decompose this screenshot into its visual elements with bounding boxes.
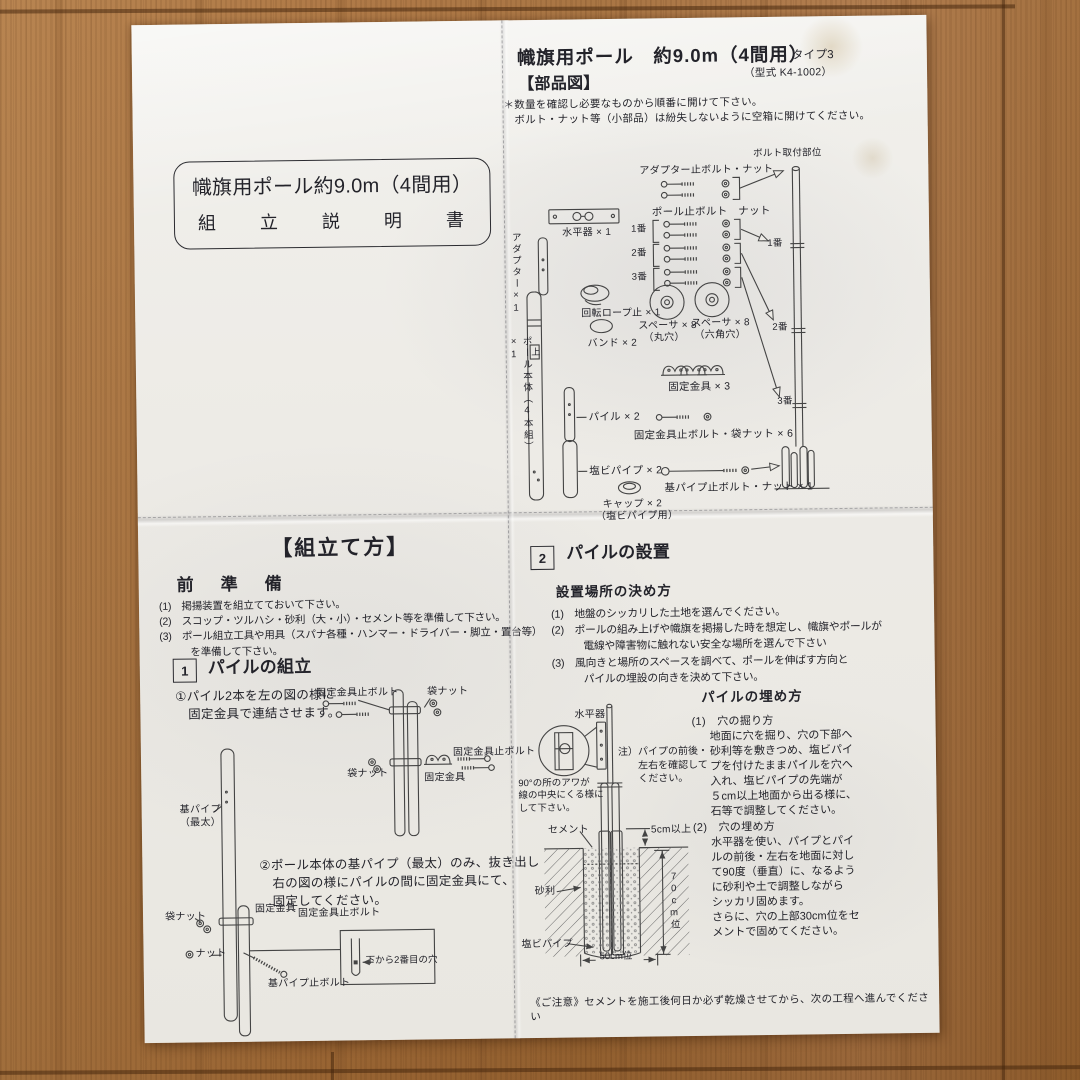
label-pole-mark1: 1番 (767, 237, 783, 249)
label-pvc-pipe: 塩ビパイプ × 2 (589, 464, 663, 478)
parts-note: ＊数量を確認し必要なものから順番に開けて下さい。 ボルト・ナット等（小部品）は紛… (503, 95, 871, 127)
label-adapter-bolt-nut: アダプター止ボルト・ナット (639, 163, 774, 177)
d2-gravel: 砂利 (534, 885, 556, 898)
d1-bracket-mid: 固定金具 (424, 771, 466, 784)
label-pole-bolt-nut: ポール止ボルト ナット (651, 204, 771, 219)
assembly-heading: 【組立て方】 (271, 535, 410, 561)
label-base-bolt-nut: 基パイプ止ボルト・ナット × 1 (664, 480, 814, 495)
bury-heading: パイルの埋め方 (701, 688, 803, 705)
fill-title: (2) 穴の埋め方 (692, 820, 776, 834)
step1-number-box: 1 (172, 658, 197, 683)
prep-heading: 前 準 備 (176, 574, 287, 595)
label-bolt-row2: 2番 (631, 247, 647, 259)
d1-nut-top: 袋ナット (427, 685, 469, 698)
d2-level: 水平器 (574, 709, 606, 721)
label-level: 水平器 × 1 (562, 226, 612, 239)
label-pole-mark3: 3番 (777, 395, 793, 407)
d2-dim70: 70cm位 (668, 871, 680, 930)
step2-title: パイルの設置 (566, 542, 671, 563)
cover-title-box: 幟旗用ポール約9.0m（4間用） 組 立 説 明 書 (173, 157, 492, 250)
instruction-sheet: 幟旗用ポール 約9.0m（4間用） タイプ3 （型式 K4-1002） 【部品図… (131, 14, 940, 1044)
label-bolt-mount-area: ボルト取付部位 (753, 147, 822, 160)
label-cap-sub: （塩ビパイプ用） (595, 510, 679, 523)
floor-plank-seam-bottom (0, 1065, 1080, 1075)
step2-number: 2 (538, 550, 547, 566)
d1-base-pipe: 基パイプ （最太） (179, 804, 222, 829)
d1-hole-note: 下から2番目の穴 (365, 954, 438, 967)
label-up-mark: 上 (531, 346, 541, 358)
d1-bolt-low: 固定金具止ボルト (297, 907, 381, 920)
fill-text: 水平器を使い、パイプとパイ ルの前後・左右を地面に対し て90度（垂直）に、なる… (711, 834, 860, 939)
d1-nut-low: 袋ナット (164, 911, 207, 923)
d1-nut2-low: ナット (195, 948, 227, 960)
label-spacer-hex-sub: （六角穴） (694, 329, 747, 341)
label-pole-body: ポール本体（4本組）×1 (508, 336, 534, 453)
d1-bolt-mid: 固定金具止ボルト (452, 746, 536, 759)
d2-cement: セメント (547, 824, 590, 836)
dig-text: 地面に穴を掘り、穴の下部へ 砂利等を敷きつめ、塩ビパイ プを付けたままパイルを穴… (709, 728, 857, 818)
floor-plank-seam-top (0, 4, 1016, 14)
doc-type-label: タイプ3 (791, 49, 835, 62)
label-bolt-row1: 1番 (631, 223, 647, 235)
d1-nut-mid: 袋ナット (347, 767, 389, 780)
label-spacer-round-sub: （丸穴） (643, 332, 685, 344)
label-band: バンド × 2 (587, 337, 638, 350)
label-rope-stop: 回転ロープ止 × 1 (581, 307, 661, 320)
floor-plank-seam-bottom-left (331, 1052, 334, 1080)
step1-text2: ②ポール本体の基パイプ（最太）のみ、抜き出し 右の図の様にパイルの間に固定金具に… (259, 854, 540, 909)
prep-list: (1) 掲揚装置を組立てておいて下さい。 (2) スコップ・ツルハシ・砂利（大・… (158, 598, 543, 659)
cover-title-line2: 組 立 説 明 書 (197, 209, 478, 234)
caution-note: 《ご注意》セメントを施工後何日か必ず乾燥させてから、次の工程へ進んでください (530, 991, 930, 1023)
d1-bracket-low: 固定金具 (254, 903, 297, 915)
label-bracket: 固定金具 × 3 (668, 380, 731, 394)
cover-title-line1: 幟旗用ポール約9.0m（4間用） (191, 173, 473, 200)
parts-section-heading: 【部品図】 (518, 75, 600, 94)
d2-check-note: 注）パイプの前後・ 左右を確認して ください。 (617, 745, 708, 785)
d2-dim50: 50cm位 (599, 950, 633, 963)
d2-pvc: 塩ビパイプ (521, 938, 574, 951)
d2-bubble-note: 90°の所のアワが 線の中央にくる様に して下さい。 (518, 777, 604, 814)
d1-base-bolt: 基パイプ止ボルト (267, 977, 351, 990)
dig-title: (1) 穴の掘り方 (691, 714, 774, 728)
doc-model: （型式 K4-1002） (743, 66, 833, 80)
fold-crease-horizontal (137, 506, 933, 519)
label-bracket-bolt-nut: 固定金具止ボルト・袋ナット × 6 (633, 427, 794, 442)
label-pile: パイル × 2 (588, 410, 641, 424)
place-heading: 設置場所の決め方 (555, 583, 672, 600)
floor-plank-seam-right (1002, 0, 1005, 1080)
place-list: (1) 地盤のシッカリした土地を選んでください。 (2) ポールの組み上げや幟旗… (551, 605, 882, 686)
step2-number-box: 2 (530, 545, 555, 571)
step1-number: 1 (181, 663, 189, 679)
step1-title: パイルの組立 (207, 656, 312, 678)
label-adapter: アダプター×1 (509, 232, 522, 316)
d1-bolt-top: 固定金具止ボルト (316, 686, 399, 699)
label-bolt-row3: 3番 (631, 271, 648, 283)
label-pole-mark2: 2番 (772, 321, 788, 333)
d2-dim5: 5cm以上 (650, 823, 692, 836)
